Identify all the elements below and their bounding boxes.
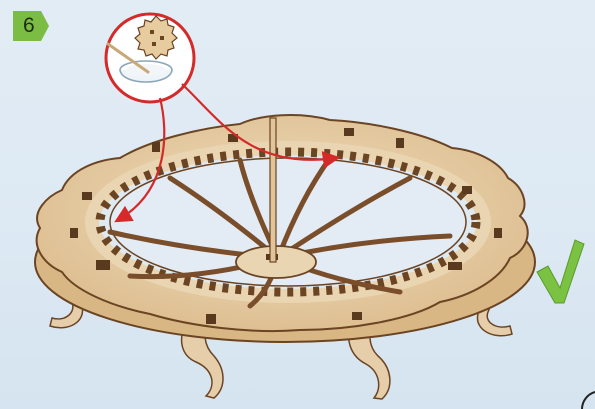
next-step-marker xyxy=(582,392,595,409)
glue-callout xyxy=(106,14,194,102)
central-shaft xyxy=(270,118,276,262)
check-mark-icon xyxy=(537,240,584,303)
